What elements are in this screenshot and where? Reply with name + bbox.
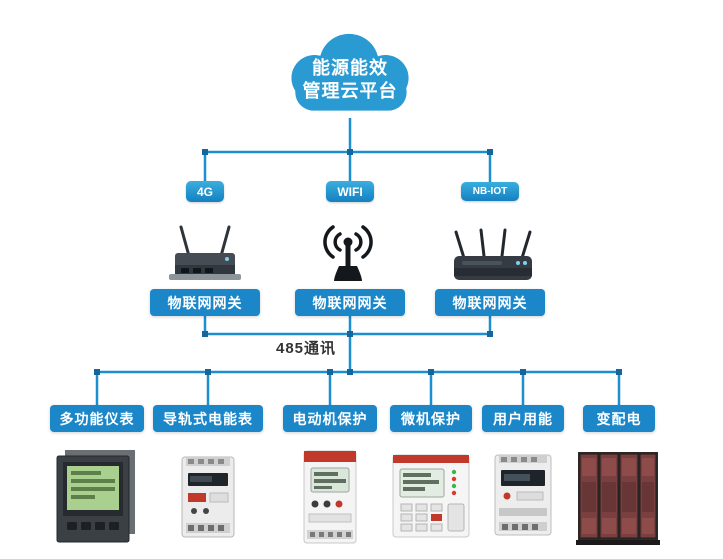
multifunction-meter-image [55,448,139,546]
device-label-motor-protection: 电动机保护 [283,405,377,432]
cloud-platform: 能源能效 管理云平台 [278,30,422,126]
4g-router-icon [165,222,245,288]
microcomputer-protection-image [390,452,472,540]
device-label-microcomputer-protection: 微机保护 [390,405,472,432]
bus-485-label: 485通讯 [275,340,337,357]
gateway-label-4g: 物联网网关 [150,289,260,316]
cloud-platform-title: 能源能效 管理云平台 [302,58,398,101]
connectivity-badge-wifi: WIFI [326,181,374,202]
wifi-antenna-icon [313,220,383,286]
junction-nodes [94,149,622,375]
gateway-label-nbiot: 物联网网关 [435,289,545,316]
device-label-multifunction-meter: 多功能仪表 [50,405,144,432]
distribution-cabinet-image [576,448,660,548]
device-label-din-rail-meter: 导轨式电能表 [153,405,263,432]
cloud-icon [291,33,409,111]
nbiot-router-icon [448,228,538,286]
motor-protection-image [297,448,363,546]
connectivity-badge-4g: 4G [186,181,224,202]
connectivity-badge-nbiot: NB-IOT [461,182,519,201]
user-energy-meter-image [489,452,557,540]
device-label-user-energy: 用户用能 [482,405,564,432]
device-label-power-distribution: 变配电 [583,405,655,432]
din-rail-meter-image [174,453,242,541]
gateway-label-wifi: 物联网网关 [295,289,405,316]
